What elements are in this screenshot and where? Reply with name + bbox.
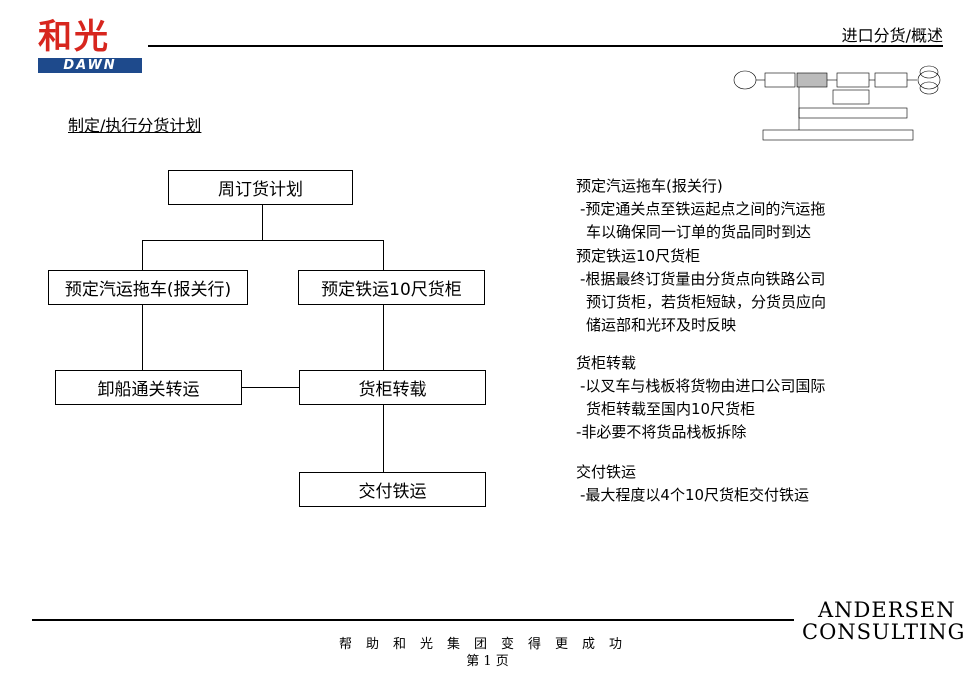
flow-box-label: 预定汽运拖车(报关行)	[64, 280, 232, 300]
flow-box-label: 货柜转载	[358, 380, 427, 400]
flow-box-label: 周订货计划	[218, 180, 303, 200]
connector	[142, 240, 143, 270]
flow-box-truck-booking: 预定汽运拖车(报关行)	[48, 270, 248, 305]
flow-box-weekly-plan: 周订货计划	[168, 170, 353, 205]
note-line: -非必要不将货品栈板拆除	[576, 423, 747, 441]
flow-box-rail-booking: 预定铁运10尺货柜	[298, 270, 485, 305]
note-heading: 货柜转载	[576, 354, 637, 372]
flow-box-label: 交付铁运	[358, 482, 427, 502]
note-rail-delivery: 交付铁运 -最大程度以4个10尺货柜交付铁运	[576, 461, 809, 507]
note-line: -以叉车与栈板将货物由进口公司国际	[580, 377, 826, 395]
brand-logo-line2: CONSULTING	[802, 620, 966, 644]
note-heading: 预定汽运拖车(报关行)	[576, 177, 723, 195]
page-title: 进口分货/概述	[841, 26, 943, 45]
note-line: 储运部和光环及时反映	[586, 316, 737, 334]
note-line: -预定通关点至铁运起点之间的汽运拖	[580, 200, 826, 218]
footer-slogan: 帮助和光集团变得更成功	[338, 637, 636, 652]
note-truck-booking: 预定汽运拖车(报关行) -预定通关点至铁运起点之间的汽运拖 车以确保同一订单的货…	[576, 175, 825, 244]
note-line: -最大程度以4个10尺货柜交付铁运	[580, 486, 810, 504]
connector	[142, 305, 143, 370]
section-subtitle: 制定/执行分货计划	[68, 116, 202, 135]
flow-box-label: 卸船通关转运	[97, 380, 200, 400]
note-container-transfer: 货柜转载 -以叉车与栈板将货物由进口公司国际 货柜转载至国内10尺货柜 -非必要…	[576, 352, 825, 444]
logo-english: DAWN	[38, 58, 142, 73]
note-line: -根据最终订货量由分货点向铁路公司	[580, 270, 826, 288]
flow-box-unload-customs: 卸船通关转运	[55, 370, 242, 405]
connector	[383, 405, 384, 472]
connector	[242, 387, 299, 388]
note-line: 预订货柜，若货柜短缺，分货员应向	[586, 293, 827, 311]
process-thumbnail	[733, 65, 941, 141]
flow-box-label: 预定铁运10尺货柜	[321, 280, 462, 300]
connector	[142, 240, 384, 241]
page-number: 第 1 页	[466, 654, 509, 669]
note-rail-booking: 预定铁运10尺货柜 -根据最终订货量由分货点向铁路公司 预订货柜，若货柜短缺，分…	[576, 245, 826, 337]
footer-divider	[32, 619, 794, 621]
note-heading: 预定铁运10尺货柜	[576, 247, 701, 265]
logo-chinese: 和光	[38, 17, 110, 57]
flow-box-rail-delivery: 交付铁运	[299, 472, 486, 507]
brand-logo-line1: ANDERSEN	[818, 598, 956, 622]
note-heading: 交付铁运	[576, 463, 637, 481]
connector	[262, 205, 263, 240]
flow-box-container-transfer: 货柜转载	[299, 370, 486, 405]
connector	[383, 240, 384, 270]
header-divider	[148, 45, 943, 47]
note-line: 车以确保同一订单的货品同时到达	[586, 223, 812, 241]
connector	[383, 305, 384, 370]
note-line: 货柜转载至国内10尺货柜	[586, 400, 756, 418]
